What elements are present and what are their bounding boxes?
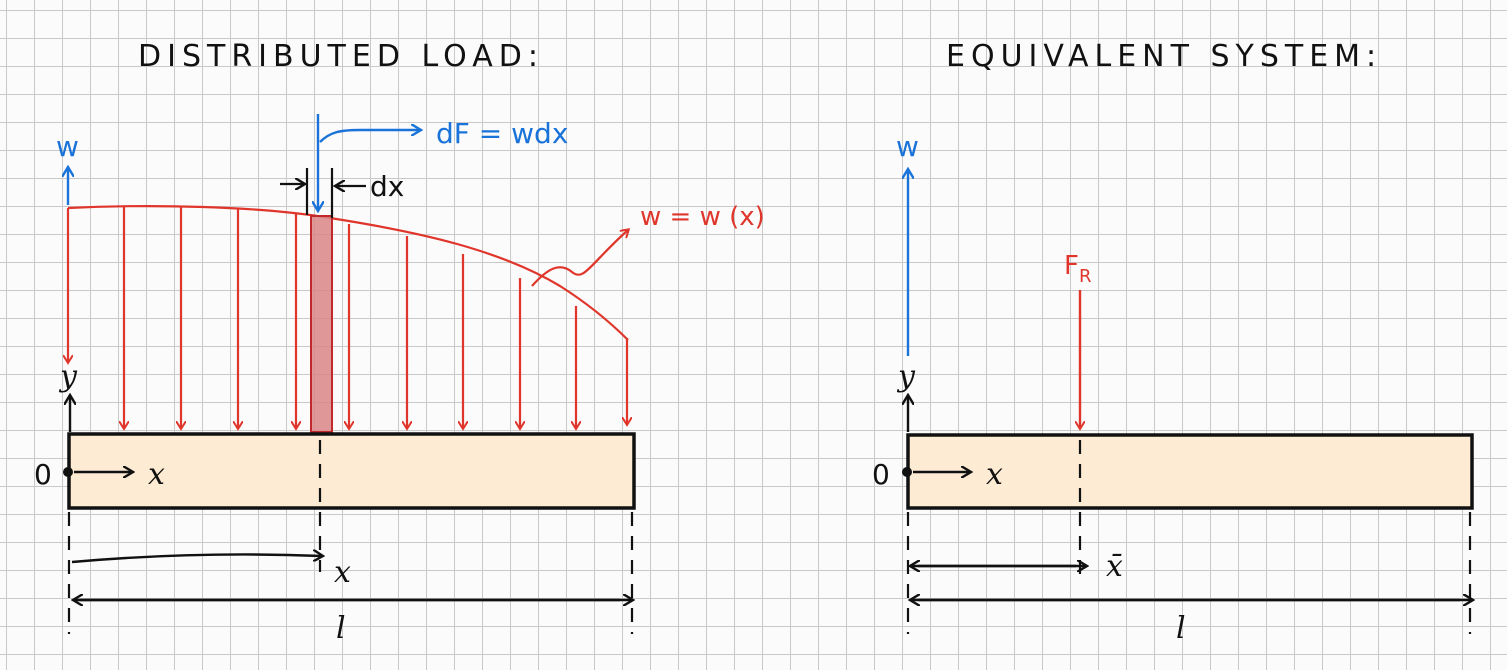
origin-point bbox=[63, 467, 73, 477]
y-axis-label-right: y bbox=[896, 359, 916, 394]
load-curve bbox=[67, 205, 629, 341]
origin-label-right: 0 bbox=[872, 458, 890, 491]
position-label: x bbox=[334, 555, 351, 590]
dF-label: dF = wdx bbox=[436, 117, 568, 150]
w-axis-label: w bbox=[56, 130, 79, 163]
w-axis-label-right: w bbox=[896, 130, 919, 163]
beam-right bbox=[906, 433, 1474, 510]
origin-point-right bbox=[902, 467, 912, 477]
length-label: l bbox=[336, 611, 346, 646]
load-arrows bbox=[68, 207, 627, 428]
right-title: EQUIVALENT SYSTEM: bbox=[946, 39, 1382, 74]
right-panel: EQUIVALENT SYSTEM: w FR y 0 x x̄ l bbox=[872, 39, 1472, 646]
x-axis-label-right: x bbox=[986, 457, 1003, 492]
resultant-subscript: R bbox=[1079, 266, 1092, 287]
load-function-label: w = w (x) bbox=[640, 202, 765, 232]
differential-element bbox=[310, 215, 333, 433]
resultant-label: FR bbox=[1064, 251, 1091, 287]
x-axis-label: x bbox=[148, 457, 165, 492]
dx-label: dx bbox=[370, 170, 404, 203]
centroid-label: x̄ bbox=[1106, 549, 1123, 584]
dF-leader bbox=[319, 130, 420, 143]
position-dimension bbox=[71, 554, 322, 564]
load-function-leader bbox=[531, 230, 628, 287]
y-axis-label: y bbox=[58, 359, 78, 394]
resultant-main: F bbox=[1064, 251, 1079, 281]
left-panel: DISTRIBUTED LOAD: w dx dF = wdx w = w (x… bbox=[34, 39, 765, 646]
origin-label: 0 bbox=[34, 458, 52, 491]
length-label-right: l bbox=[1176, 611, 1186, 646]
left-title: DISTRIBUTED LOAD: bbox=[138, 39, 544, 74]
